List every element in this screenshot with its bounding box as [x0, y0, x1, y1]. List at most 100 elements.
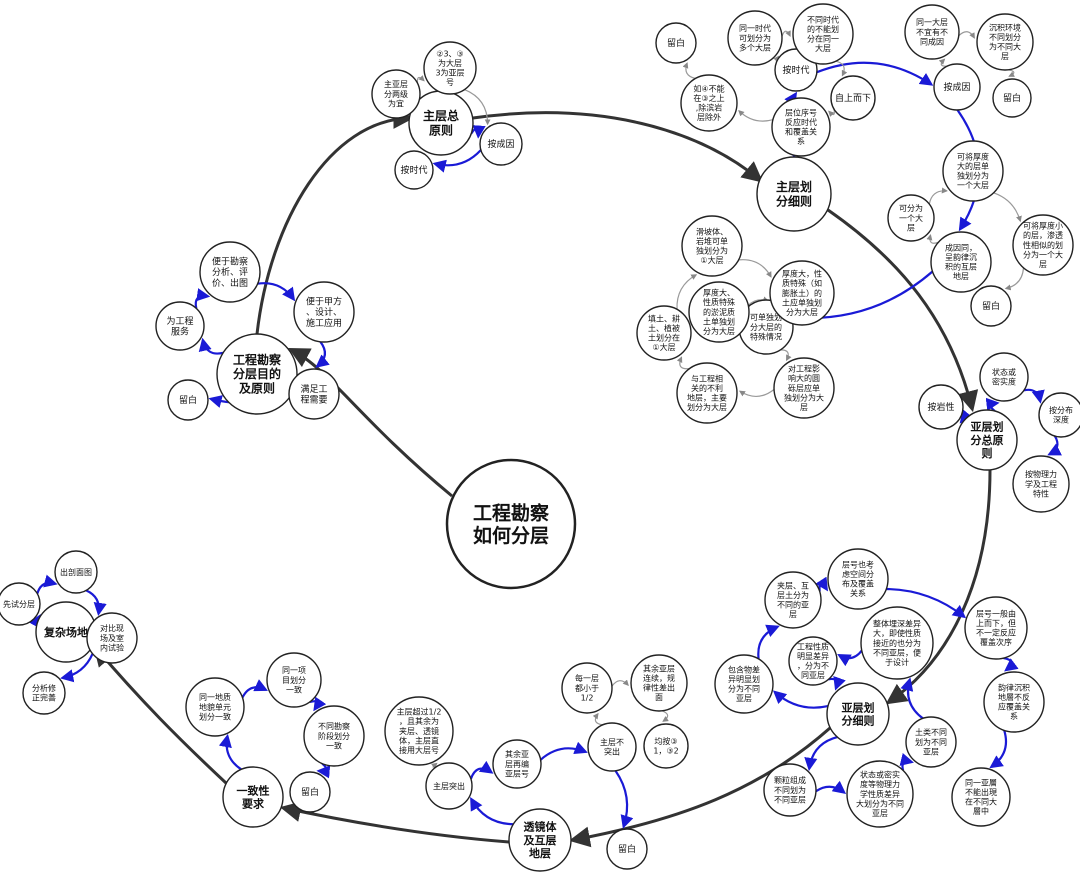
- node-circle: [479, 122, 523, 166]
- node-label: 主层突出: [433, 781, 465, 791]
- edge-zx_c-to-zx_c1: [938, 58, 948, 67]
- node-label: 土划分在: [648, 333, 680, 343]
- edge-zx_s1-to-zx_s2: [928, 187, 948, 205]
- node-label: 滑坡体、: [696, 226, 728, 236]
- node-label: 可单独划: [750, 312, 782, 322]
- node-label: 要求: [242, 797, 265, 811]
- node-label: 厚度大，性: [782, 269, 822, 279]
- node-label: 按分布: [1049, 405, 1073, 415]
- node-label: 層中: [973, 806, 989, 816]
- node-circle: [1038, 392, 1080, 438]
- edge-sp3-to-sp4: [738, 389, 775, 397]
- node-label: 其余亚: [505, 749, 529, 759]
- node-label: 层号一般由: [976, 608, 1016, 618]
- node-zx-t4: 自上而下: [830, 75, 876, 121]
- node-label: 不同的亚: [777, 600, 809, 610]
- node-label: 明显差异: [797, 651, 829, 661]
- edge-fz2-to-fz3: [85, 589, 107, 617]
- node-label: 密实度: [992, 377, 1016, 387]
- node-label: 1/2: [581, 693, 594, 702]
- node-label: 虑空间分: [842, 569, 874, 579]
- node-label: 一个大层: [957, 180, 989, 190]
- edge-center-to-purpose: [288, 348, 453, 498]
- node-label: 关的不利: [691, 383, 723, 393]
- edge-purpose-to-main-rule: [255, 107, 415, 335]
- edge-yz-to-yz1: [985, 397, 1000, 412]
- edge-zx_t6-to-zx_t1: [682, 62, 696, 80]
- node-label: 分细则: [842, 714, 875, 728]
- node-label: 律性差出: [643, 683, 675, 693]
- edge-zx_s2-to-zx_s3: [993, 192, 1022, 223]
- node-label: 的层，渗透: [1023, 230, 1063, 240]
- node-label: 性相似的划: [1023, 240, 1063, 250]
- node-circle: [830, 75, 876, 121]
- node-label: 不宜有不: [916, 27, 948, 37]
- node-label: 亚层划: [971, 420, 1004, 434]
- edge-pu1-to-pu2: [194, 288, 211, 309]
- edge-zz-to-zz3: [470, 125, 486, 139]
- node-zx-c: 按成因: [933, 63, 981, 111]
- node-label: 韵律沉积: [998, 682, 1030, 692]
- node-label: 多个大层: [739, 42, 771, 52]
- node-label: 工程勘察: [473, 501, 550, 524]
- node-label: ,除滨岩: [696, 103, 723, 113]
- edge-yx8-to-yx: [828, 675, 846, 691]
- node-label: ①大层: [652, 342, 675, 352]
- edge-zx_t2-to-zx_t3: [781, 30, 791, 37]
- node-label: 层土分为: [777, 590, 809, 600]
- edge-pu2-to-pu3: [257, 282, 296, 302]
- node-circle: [643, 723, 689, 769]
- node-label: 及原则: [239, 382, 275, 396]
- node-label: 其余亚层: [643, 663, 675, 673]
- node-circle: [293, 281, 355, 343]
- node-label: 接用大层号: [399, 745, 439, 755]
- edge-yx7-to-yx6: [900, 677, 924, 720]
- node-label: 亚层划: [842, 700, 875, 714]
- node-label: 如何分层: [473, 524, 549, 547]
- node-label: 系: [797, 136, 805, 146]
- node-circle: [769, 260, 835, 326]
- node-label: 大的层单: [957, 161, 989, 171]
- node-label: 同一时代: [739, 23, 771, 33]
- node-label: 留白: [618, 843, 636, 855]
- node-label: 及互层: [524, 834, 557, 847]
- edge-zx_c1-to-zx_c2: [958, 31, 975, 39]
- node-zx-c3: 留白: [992, 78, 1032, 118]
- node-label: 原则: [429, 123, 453, 137]
- node-label: 满足工: [300, 384, 327, 395]
- node-label: 不一定反应: [976, 628, 1016, 638]
- edge-sub-detail-to-lens: [568, 726, 831, 848]
- node-circle: [930, 231, 992, 293]
- node-label: 不同时代: [807, 14, 839, 24]
- node-label: 学性质差异: [860, 789, 900, 799]
- node-label: 施工应用: [306, 317, 342, 329]
- node-circle: [970, 285, 1012, 327]
- node-label: 亚层: [872, 809, 888, 818]
- node-label: 砾层应单: [788, 383, 820, 393]
- edge-yx-to-yx11: [772, 690, 829, 709]
- node-label: 的淤泥质: [703, 307, 735, 317]
- node-circle: [846, 760, 914, 828]
- node-label: ，分为不: [797, 661, 829, 671]
- node-label: 内试验: [100, 642, 124, 652]
- node-label: 不同划为: [774, 785, 806, 795]
- node-label: 出剖面图: [60, 567, 92, 577]
- node-label: 分在同一: [807, 34, 839, 44]
- node-label: 同一亚層: [965, 778, 997, 787]
